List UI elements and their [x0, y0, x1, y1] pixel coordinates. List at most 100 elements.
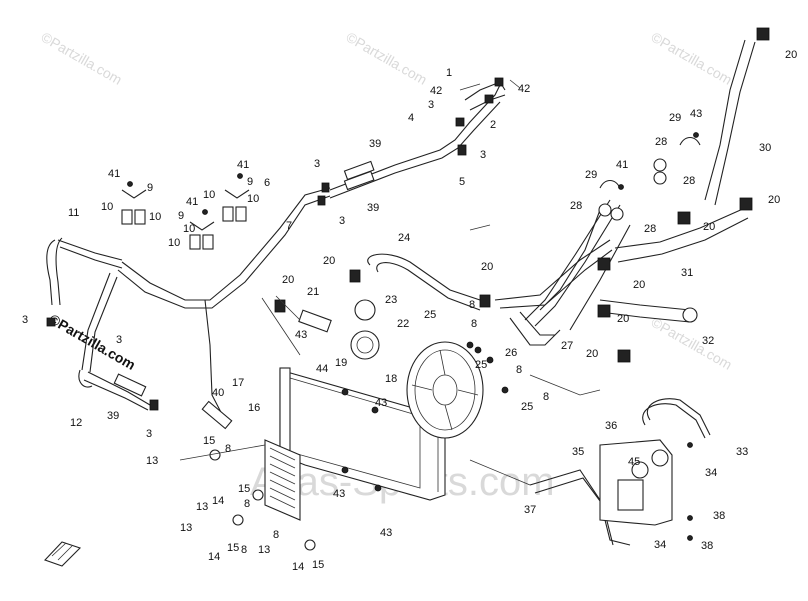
callout-9: 9	[147, 182, 153, 194]
callout-labels: 1 2 3 3 3 3 3 3 3 4 5 6 7 8 8 8 8 8 8 8 …	[22, 49, 797, 573]
callout-14: 14	[208, 551, 220, 563]
callout-34: 34	[654, 539, 666, 551]
watermark-partzilla-1: ©Partzilla.com	[39, 29, 125, 88]
callout-25: 25	[475, 359, 487, 371]
callout-22: 22	[397, 318, 409, 330]
callout-12: 12	[70, 417, 82, 429]
callout-15: 15	[203, 435, 215, 447]
watermark-partzilla-2: ©Partzilla.com	[344, 29, 430, 88]
callout-17: 17	[232, 377, 244, 389]
callout-8: 8	[273, 529, 279, 541]
callout-1: 1	[446, 67, 452, 79]
callout-20: 20	[481, 261, 493, 273]
callout-28: 28	[644, 223, 656, 235]
callout-8: 8	[241, 544, 247, 556]
callout-6: 6	[264, 177, 270, 189]
callout-43: 43	[380, 527, 392, 539]
callout-39: 39	[367, 202, 379, 214]
callout-10: 10	[247, 193, 259, 205]
callout-39: 39	[107, 410, 119, 422]
callout-30: 30	[759, 142, 771, 154]
callout-13: 13	[146, 455, 158, 467]
callout-13: 13	[180, 522, 192, 534]
callout-25: 25	[521, 401, 533, 413]
callout-18: 18	[385, 373, 397, 385]
callout-3: 3	[314, 158, 320, 170]
callout-21: 21	[307, 286, 319, 298]
cooling-fan	[406, 341, 509, 439]
callout-19: 19	[335, 357, 347, 369]
callout-11: 11	[68, 207, 79, 219]
callout-3: 3	[339, 215, 345, 227]
callout-20: 20	[323, 255, 335, 267]
callout-40: 40	[212, 387, 224, 399]
callout-15: 15	[238, 483, 250, 495]
callout-14: 14	[292, 561, 304, 573]
callout-44: 44	[316, 363, 328, 375]
callout-32: 32	[702, 335, 714, 347]
callout-4: 4	[408, 112, 414, 124]
callout-20: 20	[617, 313, 629, 325]
callout-38: 38	[701, 540, 713, 552]
callout-20: 20	[633, 279, 645, 291]
callout-10: 10	[149, 211, 161, 223]
callout-41: 41	[186, 196, 198, 208]
callout-41: 41	[237, 159, 249, 171]
callout-37: 37	[524, 504, 536, 516]
callout-43: 43	[375, 397, 387, 409]
left-hose-assembly	[46, 84, 501, 430]
callout-3: 3	[428, 99, 434, 111]
callout-3: 3	[146, 428, 152, 440]
callout-29: 29	[585, 169, 597, 181]
callout-23: 23	[385, 294, 397, 306]
callout-42: 42	[430, 85, 442, 97]
callout-7: 7	[286, 220, 292, 232]
callout-9: 9	[178, 210, 184, 222]
callout-26: 26	[505, 347, 517, 359]
callout-31: 31	[681, 267, 693, 279]
callout-3: 3	[116, 334, 122, 346]
callout-38: 38	[713, 510, 725, 522]
callout-45: 45	[628, 456, 640, 468]
callout-15: 15	[312, 559, 324, 571]
callout-3: 3	[480, 149, 486, 161]
callout-15: 15	[227, 542, 239, 554]
callout-25: 25	[424, 309, 436, 321]
callout-9: 9	[247, 176, 253, 188]
callout-20: 20	[703, 221, 715, 233]
callout-16: 16	[248, 402, 260, 414]
front-direction-arrow-icon	[44, 541, 82, 567]
callout-10: 10	[168, 237, 180, 249]
callout-41: 41	[616, 159, 628, 171]
callout-35: 35	[572, 446, 584, 458]
leader-lines	[179, 79, 601, 486]
callout-28: 28	[683, 175, 695, 187]
callout-20: 20	[785, 49, 797, 61]
callout-10: 10	[203, 189, 215, 201]
watermark-partzilla-4: ©Partzilla.com	[649, 314, 735, 373]
callout-13: 13	[196, 501, 208, 513]
callout-43: 43	[295, 329, 307, 341]
callout-8: 8	[225, 443, 231, 455]
callout-28: 28	[570, 200, 582, 212]
callout-39: 39	[369, 138, 381, 150]
callout-43: 43	[690, 108, 702, 120]
callout-20: 20	[768, 194, 780, 206]
callout-43: 43	[333, 488, 345, 500]
callout-8: 8	[244, 498, 250, 510]
callout-28: 28	[655, 136, 667, 148]
callout-2: 2	[490, 119, 496, 131]
callout-8: 8	[469, 299, 475, 311]
callout-20: 20	[586, 348, 598, 360]
callout-24: 24	[398, 232, 410, 244]
callout-33: 33	[736, 446, 748, 458]
oil-cooler	[209, 439, 316, 551]
callout-14: 14	[212, 495, 224, 507]
callout-34: 34	[705, 467, 717, 479]
callout-5: 5	[459, 176, 465, 188]
callout-29: 29	[669, 112, 681, 124]
callout-27: 27	[561, 340, 573, 352]
callout-10: 10	[101, 201, 113, 213]
callout-10: 10	[183, 223, 195, 235]
callout-3: 3	[22, 314, 28, 326]
